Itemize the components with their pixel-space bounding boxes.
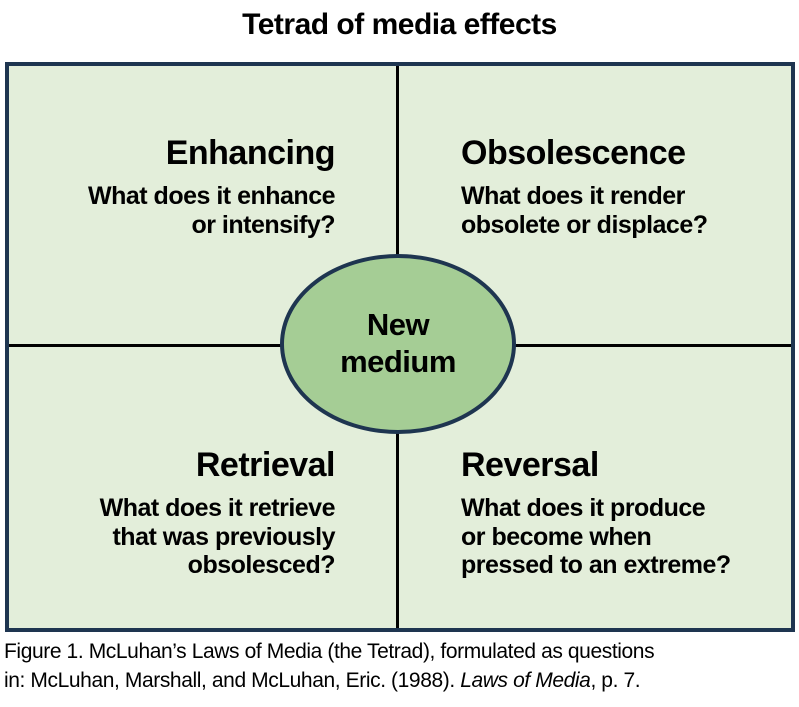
- quadrant-obsolescence-question: What does it render obsolete or displace…: [461, 182, 708, 239]
- quadrant-reversal: Reversal What does it produce or become …: [461, 448, 786, 580]
- quadrant-retrieval: Retrieval What does it retrieve that was…: [9, 446, 336, 580]
- quadrant-obsolescence: Obsolescence What does it render obsolet…: [461, 136, 781, 239]
- quadrant-reversal-question: What does it produce or become when pres…: [461, 494, 731, 579]
- caption-work-title: Laws of Media: [460, 669, 591, 693]
- caption-line2-suffix: , p. 7.: [590, 669, 641, 693]
- quadrant-retrieval-question: What does it retrieve that was previousl…: [99, 494, 336, 579]
- figure-title: Tetrad of media effects: [242, 8, 557, 41]
- caption-line1: Figure 1. McLuhan’s Laws of Media (the T…: [4, 640, 655, 663]
- quadrant-reversal-heading: Reversal: [461, 446, 599, 484]
- caption-line2-prefix: in: McLuhan, Marshall, and McLuhan, Eric…: [4, 669, 461, 693]
- new-medium-ellipse: New medium: [280, 254, 516, 434]
- quadrant-enhancing-heading: Enhancing: [165, 134, 336, 172]
- new-medium-label: New medium: [340, 307, 456, 379]
- quadrant-obsolescence-heading: Obsolescence: [461, 134, 686, 172]
- quadrant-enhancing-question: What does it enhance or intensify?: [88, 182, 335, 239]
- figure-caption: Figure 1. McLuhan’s Laws of Media (the T…: [4, 637, 797, 696]
- quadrant-retrieval-heading: Retrieval: [195, 446, 336, 484]
- quadrant-enhancing: Enhancing What does it enhance or intens…: [9, 136, 335, 239]
- tetrad-box: Enhancing What does it enhance or intens…: [5, 62, 795, 632]
